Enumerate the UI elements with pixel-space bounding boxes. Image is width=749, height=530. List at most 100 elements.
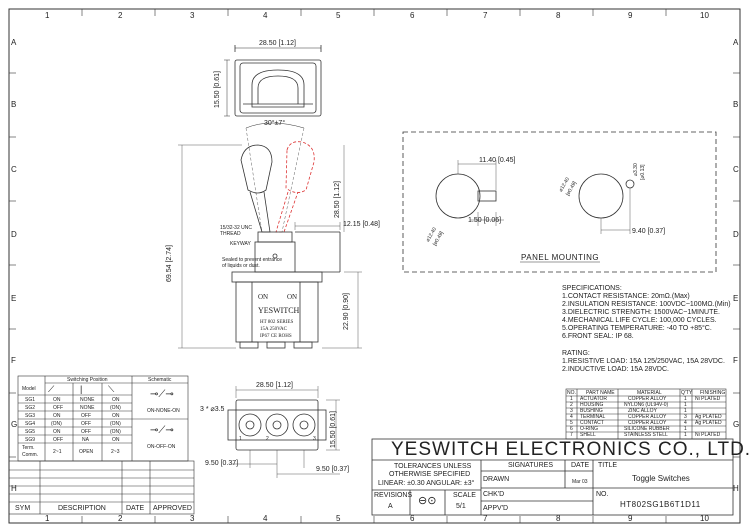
housing-on-right: ON (287, 293, 298, 301)
col-label-9: 9 (628, 11, 633, 20)
housing-cert: IP67 CE ROHS (260, 334, 292, 339)
toggle-center-icon: | (80, 384, 83, 394)
panel-dia3-a: ⌀3.30 (633, 163, 639, 176)
sw-row-4-model: SG4 (25, 421, 36, 427)
spec-line-5: 5.OPERATING TEMPERATURE: -40 TO +85°C. (562, 325, 712, 332)
scale-value: 5/1 (456, 503, 466, 510)
sw-row-1-p1: ON (53, 397, 61, 403)
sw-row-2-p2: NONE (80, 405, 95, 411)
sw-term-val-2: OPEN (79, 449, 94, 455)
schematic-2-icon: ⊸⟋⊸ (150, 425, 174, 436)
col-label-bottom-2: 2 (118, 514, 123, 523)
housing-on-left: ON (258, 293, 269, 301)
col-label-5: 5 (336, 11, 341, 20)
parts-row-2-name: HOUSING (580, 402, 604, 408)
spec-line-4: 4.MECHANICAL LIFE CYCLE: 100,000 CYCLES. (562, 317, 717, 324)
housing-series: HT 802 SERIES (260, 320, 294, 325)
side-view (178, 122, 362, 349)
sw-row-1-p2: NONE (80, 397, 95, 403)
parts-row-6-material: SILICONE RUBBER (624, 426, 670, 432)
parts-row-5-no: 5 (570, 420, 573, 426)
row-label-right-h: H (733, 484, 739, 493)
parts-header-material: MATERIAL (637, 390, 662, 396)
row-label-right-c: C (733, 165, 739, 174)
top-view (224, 45, 322, 117)
sw-row-4-p1: (ON) (51, 421, 62, 427)
switch-header-position: Switching Position (67, 377, 108, 383)
drawing-number: HT802SG1B6T1D11 (620, 500, 701, 509)
sw-row-5-p1: ON (53, 429, 61, 435)
housing-brand: YESWITCH (258, 306, 300, 315)
tolerance-line-2: OTHERWISE SPECIFIED (389, 471, 471, 478)
sw-row-6-p2: NA (82, 437, 89, 443)
row-label-a: A (11, 38, 17, 47)
row-label-right-b: B (733, 100, 739, 109)
sw-row-3-p1: ON (53, 413, 61, 419)
parts-row-7-qty: 1 (684, 432, 687, 438)
terminal-3-label: 3 (313, 436, 316, 442)
revision-date-header: DATE (126, 505, 145, 512)
row-label-f: F (11, 356, 16, 365)
signatures-label: SIGNATURES (508, 462, 553, 469)
parts-header-qty: Q'TY (681, 390, 693, 396)
col-label-bottom-5: 5 (336, 514, 341, 523)
top-view-height-dim: 15.50 [0.61] (214, 71, 221, 108)
parts-row-2-qty: 1 (684, 402, 687, 408)
number-label: NO. (596, 491, 609, 498)
tolerance-line-3: LINEAR: ±0.30 ANGULAR: ±3° (378, 480, 475, 487)
row-label-right-a: A (733, 38, 739, 47)
bottom-view (227, 386, 340, 478)
parts-row-3-material: ZINC ALLOY (628, 408, 657, 414)
specs-title: SPECIFICATIONS: (562, 285, 622, 292)
sw-term-label-1: Term. (22, 445, 35, 451)
company-name: YESWITCH ELECTRONICS CO., LTD. (391, 439, 749, 460)
spec-line-1: 1.CONTACT RESISTANCE: 20mΩ.(Max) (562, 293, 690, 300)
parts-row-4-finishing: Ag PLATED (695, 414, 722, 420)
parts-header-name: PART NAME (586, 390, 615, 396)
panel-dim-width: 11.40 [0.45] (479, 157, 516, 164)
rating-line-2: 2.INDUCTIVE LOAD: 15A 28VDC. (562, 366, 669, 373)
toggle-left-icon: ⟋ (48, 384, 55, 394)
scale-label: SCALE (453, 492, 476, 499)
drawing-title: Toggle Switches (632, 474, 690, 483)
parts-row-6-qty: 1 (684, 426, 687, 432)
schematic-2-label: ON-OFF-ON (147, 444, 176, 450)
panel-mounting-label: PANEL MOUNTING (521, 253, 600, 262)
col-label-3: 3 (190, 11, 195, 20)
bottom-view-width-dim: 28.50 [1.12] (256, 382, 293, 389)
switch-header-schematic: Schematic (148, 377, 172, 383)
parts-row-4-qty: 3 (684, 414, 687, 420)
revision-description-header: DESCRIPTION (58, 505, 106, 512)
parts-row-7-finishing: Ni PLATED (695, 432, 721, 438)
col-label-bottom-3: 3 (190, 514, 195, 523)
parts-row-6-no: 6 (570, 426, 573, 432)
sw-row-6-model: SG9 (25, 437, 36, 443)
parts-row-3-qty: 1 (684, 408, 687, 414)
row-label-b: B (11, 100, 17, 109)
revisions-label: REVISIONS (374, 492, 413, 499)
bottom-view-holes-dim: 3 * ⌀3.5 (200, 406, 225, 413)
drawn-date: Mar 03 (572, 479, 588, 485)
sw-row-1-model: SG1 (25, 397, 36, 403)
drawn-label: DRAWN (483, 476, 510, 483)
terminal-1-label: 1 (239, 436, 242, 442)
sw-term-val-1: 2~1 (53, 449, 62, 455)
bottom-view-left-dim: 9.50 [0.37] (205, 460, 239, 467)
seal-note-line2: of liquids or dust. (222, 263, 260, 269)
bottom-view-right-dim: 9.50 [0.37] (316, 466, 350, 473)
sw-row-2-model: SG2 (25, 405, 36, 411)
row-label-right-g: G (733, 420, 740, 429)
parts-row-4-material: COPPER ALLOY (628, 414, 667, 420)
revision-sym-header: SYM (15, 505, 31, 512)
parts-table-grid (565, 388, 727, 440)
sw-row-3-p3: ON (112, 413, 120, 419)
housing-rating: 15A 250VAC (260, 327, 287, 332)
row-label-h: H (11, 484, 17, 493)
parts-header-finishing: FINISHING (700, 390, 726, 396)
parts-row-2-no: 2 (570, 402, 573, 408)
parts-row-3-name: BUSHING (580, 408, 603, 414)
col-label-2: 2 (118, 11, 123, 20)
title-block-grid (371, 438, 734, 516)
body-height-dim: 22.90 [0.90] (343, 293, 350, 330)
parts-row-7-no: 7 (570, 432, 573, 438)
